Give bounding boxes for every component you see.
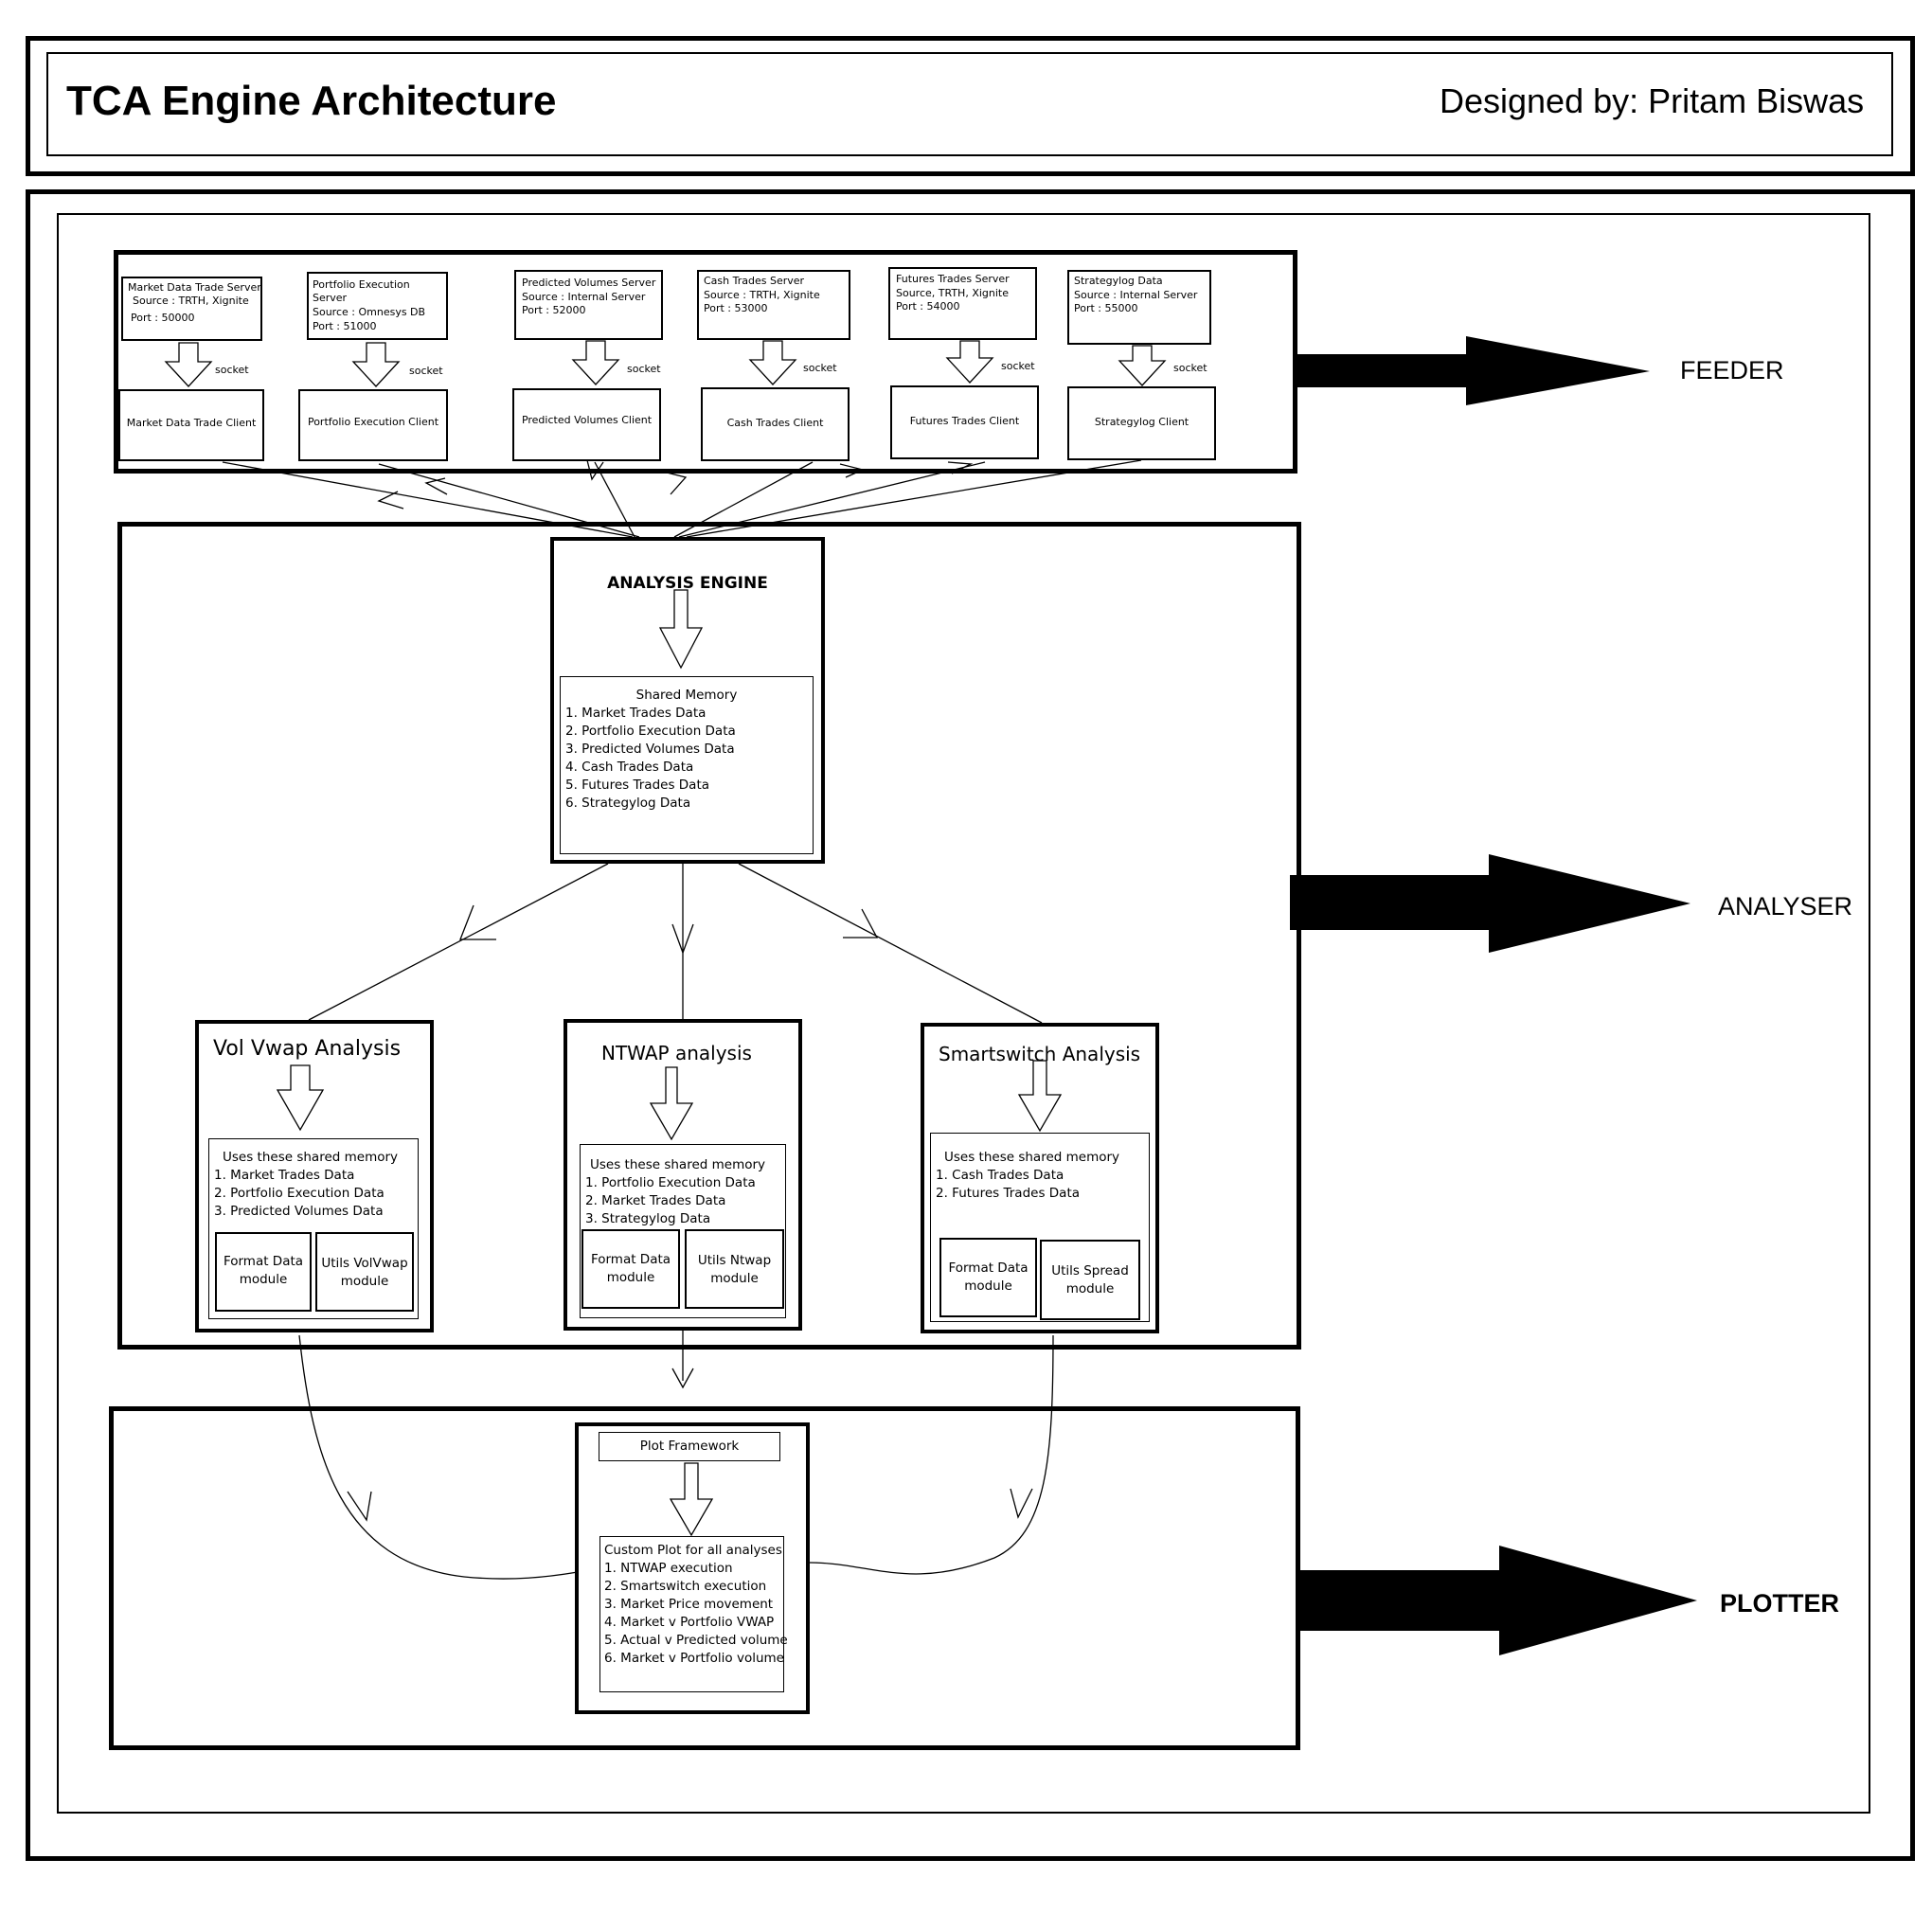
utils-spread-module: Utils Spread module (1040, 1240, 1140, 1320)
predicted-volumes-server: Predicted Volumes Server Source : Intern… (514, 270, 663, 340)
market-data-trade-client: Market Data Trade Client (118, 389, 264, 461)
socket-label: socket (1173, 362, 1208, 374)
vol-vwap-format-data-module: Format Data module (215, 1232, 312, 1312)
socket-label: socket (627, 363, 661, 375)
analyser-label: ANALYSER (1718, 892, 1853, 921)
designer-credit: Designed by: Pritam Biswas (1440, 81, 1865, 120)
socket-label: socket (1001, 360, 1035, 372)
futures-trades-server: Futures Trades Server Source, TRTH, Xign… (888, 267, 1037, 340)
shared-memory-box: Shared Memory 1. Market Trades Data 2. P… (560, 676, 814, 854)
analysis-engine-title: ANALYSIS ENGINE (607, 574, 768, 593)
predicted-volumes-client: Predicted Volumes Client (512, 388, 661, 461)
header-inner-frame (46, 52, 1893, 156)
strategylog-data-server: Strategylog Data Source : Internal Serve… (1067, 270, 1211, 345)
portfolio-execution-server: Portfolio Execution Server Source : Omne… (307, 272, 448, 340)
plotter-label: PLOTTER (1720, 1589, 1839, 1618)
socket-label: socket (409, 365, 443, 377)
utils-ntwap-module: Utils Ntwap module (685, 1229, 784, 1309)
feeder-label: FEEDER (1680, 356, 1784, 384)
plot-framework-box: Plot Framework (599, 1432, 780, 1461)
page-title: TCA Engine Architecture (66, 78, 557, 124)
smartswitch-format-data-module: Format Data module (939, 1238, 1037, 1317)
main-outer-frame (26, 189, 1915, 1861)
socket-label: socket (215, 364, 249, 376)
cash-trades-client: Cash Trades Client (701, 387, 850, 461)
main-inner-frame (57, 213, 1870, 1814)
strategylog-client: Strategylog Client (1067, 386, 1216, 460)
ntwap-analysis-title: NTWAP analysis (601, 1042, 752, 1064)
socket-label: socket (803, 362, 837, 374)
shared-memory-title: Shared Memory (635, 688, 738, 703)
custom-plot-box: Custom Plot for all analyses 1. NTWAP ex… (599, 1536, 788, 1692)
vol-vwap-analysis-title: Vol Vwap Analysis (213, 1037, 402, 1061)
smartswitch-analysis-title: Smartswitch Analysis (939, 1043, 1141, 1065)
header-outer-frame (26, 36, 1915, 176)
ntwap-format-data-module: Format Data module (581, 1229, 680, 1309)
cash-trades-server: Cash Trades Server Source : TRTH, Xignit… (697, 270, 850, 340)
market-data-trade-server: Market Data Trade Server Source : TRTH, … (121, 277, 262, 341)
utils-volvwap-module: Utils VolVwap module (315, 1232, 414, 1312)
futures-trades-client: Futures Trades Client (890, 385, 1039, 459)
portfolio-execution-client: Portfolio Execution Client (298, 389, 448, 461)
